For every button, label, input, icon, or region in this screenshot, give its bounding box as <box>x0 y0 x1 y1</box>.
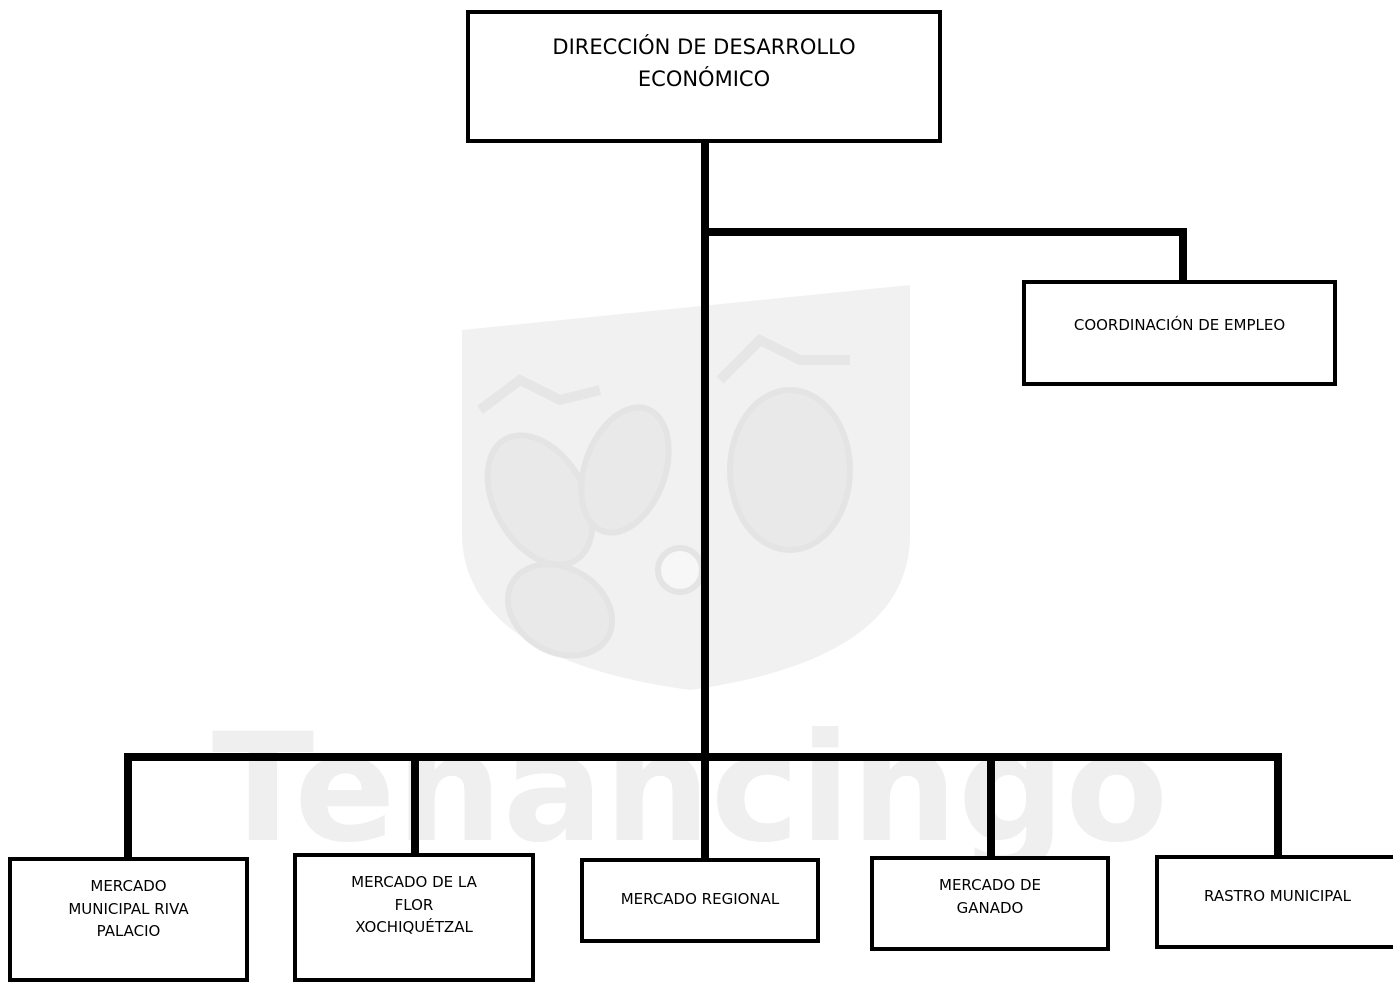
unit-box-mercado-ganado: MERCADO DE GANADO <box>870 856 1110 951</box>
unit-label: MERCADO DE GANADO <box>939 876 1041 917</box>
unit-box-mercado-municipal: MERCADO MUNICIPAL RIVA PALACIO <box>8 857 249 982</box>
director-box: DIRECCIÓN DE DESARROLLO ECONÓMICO <box>466 10 942 143</box>
unit-box-mercado-regional: MERCADO REGIONAL <box>580 858 820 943</box>
unit-label: MERCADO MUNICIPAL RIVA PALACIO <box>68 877 189 940</box>
director-label: DIRECCIÓN DE DESARROLLO ECONÓMICO <box>552 35 856 91</box>
unit-box-mercado-flor: MERCADO DE LA FLOR XOCHIQUÉTZAL <box>293 853 535 982</box>
unit-label: MERCADO REGIONAL <box>620 890 780 908</box>
coordination-box: COORDINACIÓN DE EMPLEO <box>1022 280 1337 386</box>
unit-box-rastro-municipal: RASTRO MUNICIPAL <box>1155 855 1393 949</box>
unit-label: MERCADO DE LA FLOR XOCHIQUÉTZAL <box>351 873 477 936</box>
unit-label: RASTRO MUNICIPAL <box>1204 887 1351 905</box>
coordination-label: COORDINACIÓN DE EMPLEO <box>1073 316 1286 334</box>
